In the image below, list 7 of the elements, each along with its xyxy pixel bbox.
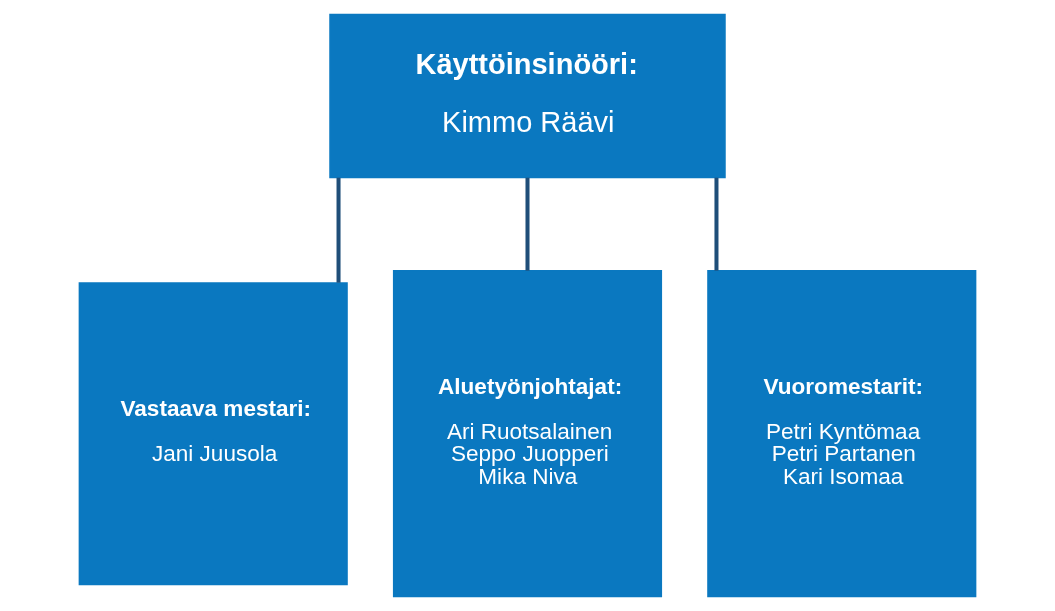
- connector: [336, 177, 341, 283]
- node-box: Vastaava mestari: Jani Juusola: [78, 282, 348, 586]
- node-box: Aluetyönjohtajat: Ari Ruotsalainen Seppo Juopperi Mika Niva: [392, 270, 663, 598]
- connector: [714, 177, 719, 271]
- connector: [525, 177, 530, 271]
- node-box: Käyttöinsinööri: Kimmo Räävi: [329, 13, 726, 179]
- node-box: Vuoromestarit: Petri Kyntömaa Petri Partanen Kari Isomaa: [707, 270, 977, 598]
